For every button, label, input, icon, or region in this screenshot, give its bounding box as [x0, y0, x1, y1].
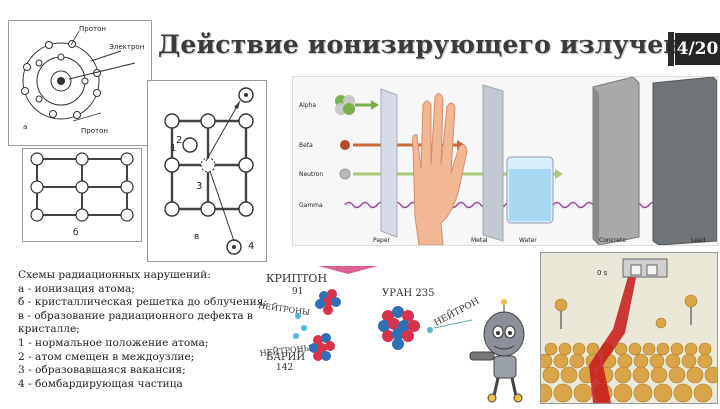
caption-line: Схемы радиационных нарушений: [18, 269, 258, 283]
fission-svg: КРИПТОН 91 НЕЙТРОНЫ НЕЙТРОНЫ УРАН 235 НЕ… [258, 264, 538, 405]
caption-line: 3 - образовавшаяся вакансия; [18, 364, 258, 378]
nuclear-fission-illustration: КРИПТОН 91 НЕЙТРОНЫ НЕЙТРОНЫ УРАН 235 НЕ… [258, 264, 538, 405]
particle-label-neutron: Neutron [299, 171, 323, 178]
material-label-metal: Metal [471, 237, 488, 244]
defect-3d-label: 0 s [597, 269, 608, 277]
atom-diagram-svg: Протон Электрон а Протон [9, 21, 151, 145]
fission-label-uranium: УРАН 235 [382, 288, 435, 299]
radiation-penetration-illustration: Alpha Beta Neutron Gamma Paper Metal Wat… [292, 76, 718, 246]
slide-title: Действие ионизирующего излучения [158, 30, 668, 59]
big-lattice-label-2: 2 [176, 135, 182, 146]
particle-label-alpha: Alpha [299, 102, 316, 109]
big-lattice-label-v: в [194, 232, 199, 242]
barium-nucleus-icon [309, 333, 335, 361]
crystal-defect-3d-illustration: 0 s [540, 252, 718, 404]
beta-particle-icon [340, 140, 350, 150]
atom-label-proton-top: Протон [79, 25, 106, 33]
caption-line: кристалле; [18, 323, 258, 337]
material-label-lead: Lead [691, 237, 706, 244]
particle-label-gamma: Gamma [299, 202, 323, 209]
big-lattice-label-3: 3 [196, 181, 202, 192]
diagram-caption: Схемы радиационных нарушений: а - иониза… [18, 269, 258, 391]
fission-label-barium-mass: 142 [276, 363, 293, 373]
atom-ionization-diagram: Протон Электрон а Протон [8, 20, 152, 146]
material-label-concrete: Concrete [599, 237, 626, 244]
fission-label-krypton: КРИПТОН [266, 272, 327, 285]
caption-line: а - ионизация атома; [18, 283, 258, 297]
robot-character-icon [470, 299, 524, 402]
small-lattice-svg: б [23, 149, 141, 241]
alpha-particle-icon [335, 95, 355, 115]
material-label-water: Water [519, 237, 537, 244]
caption-line: б - кристаллическая решетка до облучения… [18, 296, 258, 310]
lattice-defect-diagram: 1 2 3 в 4 [147, 80, 267, 262]
material-label-paper: Paper [373, 237, 391, 244]
atom-label-proton-bottom: Протон [81, 127, 108, 135]
atom-label-electron: Электрон [109, 43, 144, 51]
particle-label-beta: Beta [299, 142, 313, 149]
krypton-nucleus-icon [315, 289, 341, 315]
caption-line: 2 - атом смещен в междоузлие; [18, 351, 258, 365]
big-lattice-label-4: 4 [248, 241, 254, 252]
small-lattice-label: б [73, 228, 79, 238]
title-divider [668, 32, 674, 66]
fission-label-neutrons-1: НЕЙТРОНЫ [258, 301, 311, 317]
lattice-before-diagram: б [22, 148, 142, 242]
fission-label-krypton-mass: 91 [292, 287, 303, 297]
caption-line: в - образование радиационного дефекта в [18, 310, 258, 324]
uranium-nucleus-icon [378, 306, 420, 350]
atom-label-a: а [23, 123, 27, 131]
big-lattice-svg: 1 2 3 в 4 [148, 81, 266, 261]
neutron-particle-icon [340, 169, 350, 179]
caption-line: 1 - нормальное положение атома; [18, 337, 258, 351]
caption-line: 4 - бомбардирующая частица [18, 378, 258, 392]
penetration-svg: Alpha Beta Neutron Gamma Paper Metal Wat… [293, 77, 717, 245]
slide-number: 4/20 [675, 33, 720, 65]
defect-3d-svg: 0 s [541, 253, 717, 403]
fission-label-barium: БАРИЙ [266, 351, 305, 363]
